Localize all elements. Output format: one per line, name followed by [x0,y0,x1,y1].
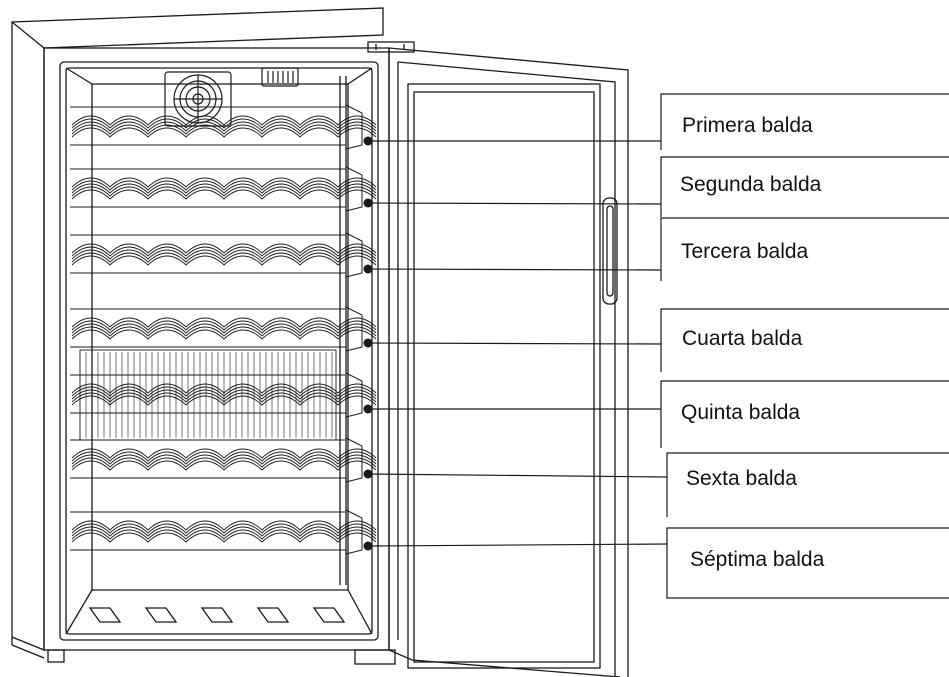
door-handle [602,197,618,305]
cabinet-liner [65,67,373,635]
door-glass-pane [407,83,601,669]
glass-door [367,41,629,677]
leader-line [363,541,668,551]
leader-line [363,469,668,479]
evaporator-coil [79,349,337,441]
label-shelf-5: Quinta balda [660,380,949,448]
wine-shelf [70,306,377,352]
cabinet-front-frame [43,47,390,651]
leader-line [363,198,662,208]
foot-right [354,649,396,665]
wine-shelf [70,166,377,212]
thermostat-vent [261,67,299,87]
leader-stroke [367,202,662,205]
label-text: Segunda balda [680,173,822,196]
foot-left [47,649,65,663]
leader-stroke [367,543,668,547]
leader-line [363,264,662,274]
leader-stroke [367,342,662,345]
label-text: Cuarta balda [682,327,803,350]
leader-line [363,404,661,414]
label-shelf-4: Cuarta balda [660,308,949,372]
label-text: Séptima balda [690,548,825,571]
wine-shelf [70,437,377,483]
leader-stroke [367,473,668,478]
leader-line [363,338,662,348]
wine-shelf [70,232,377,278]
label-text: Tercera balda [681,240,809,263]
door-hinge-icon [367,41,415,53]
label-text: Quinta balda [681,401,800,424]
leader-line [363,136,661,146]
shelves [70,104,377,555]
wine-shelf [70,104,377,150]
label-shelf-6: Sexta balda [666,452,949,517]
label-shelf-7: Séptima balda [666,527,949,599]
wine-shelf [70,509,377,555]
label-text: Primera balda [682,114,813,137]
bottom-vents [88,607,346,623]
cabinet-inner-frame [59,61,379,641]
leader-stroke [367,268,662,271]
leader-lines [363,136,668,551]
label-shelf-1: Primera balda [660,93,949,150]
label-shelf-2: Segunda balda [660,156,949,217]
label-text: Sexta balda [686,467,797,490]
label-shelf-3: Tercera balda [660,217,949,281]
wine-shelf [70,372,377,418]
shelf-labels: Primera balda Segunda balda Tercera bald… [660,93,949,599]
